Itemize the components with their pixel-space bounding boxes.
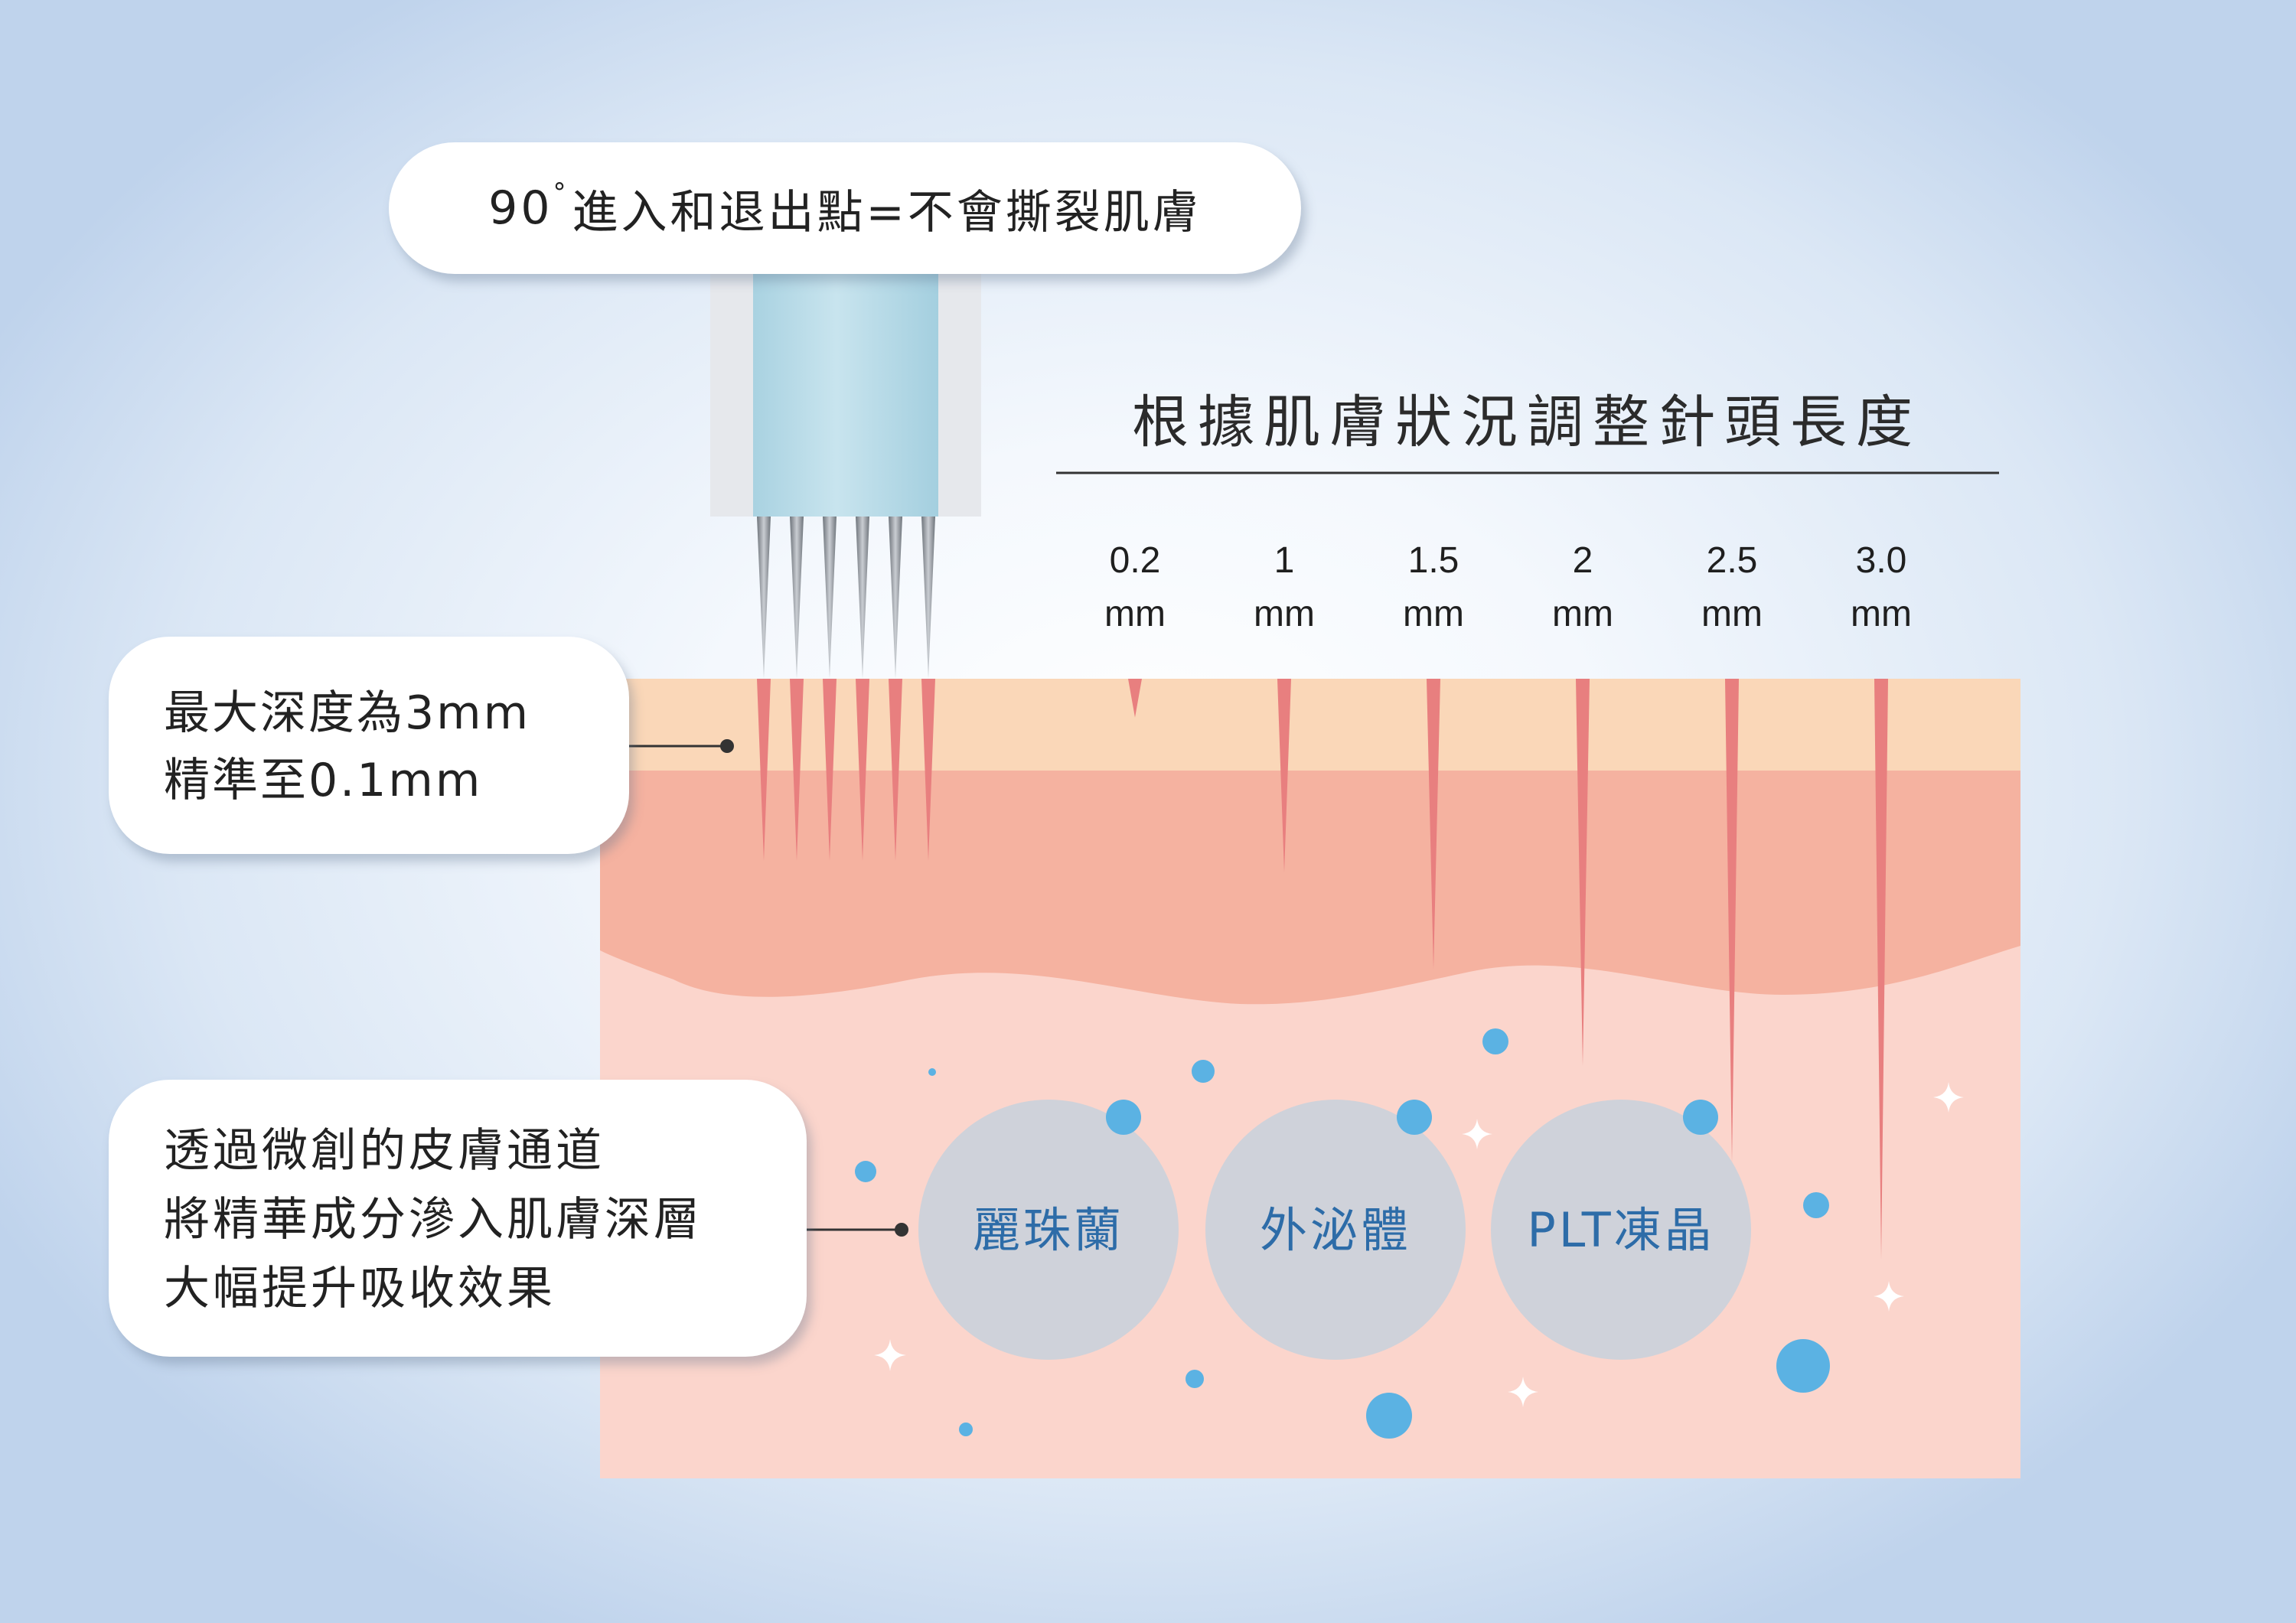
droplet [1482,1028,1508,1054]
sparkle-icon [1462,1119,1492,1149]
callout-absorption: 透過微創的皮膚通道 將精華成分滲入肌膚深層 大幅提升吸收效果 [109,1080,807,1357]
length-unit: mm [1701,594,1763,634]
cartridge-needle-channel [856,679,869,861]
length-unit: mm [1552,594,1613,634]
needle-channel-2.5 [1725,679,1739,1163]
cartridge-core [753,273,938,517]
needle-channel-1.5 [1427,679,1440,970]
cartridge-needle-channel [790,679,804,861]
droplet [1106,1100,1141,1135]
cartridge-needle-channel [921,679,935,861]
channel-text-line1: 透過微創的皮膚通道 [164,1124,605,1178]
ingredient-circle [918,1100,1179,1360]
sparkle-icon [1874,1281,1904,1312]
needle [889,517,902,679]
length-value: 3.0 [1856,540,1907,581]
entry-angle: 90 [488,181,553,235]
length-value: 0.2 [1110,540,1161,581]
callout-max-depth: 最大深度為3mm 精準至0.1mm [109,637,629,854]
skin-dermis [600,770,2020,1005]
channel-text-line2: 將精華成分滲入肌膚深層 [164,1193,703,1247]
needle [921,517,935,679]
needle [856,517,869,679]
cartridge-needle-channel [757,679,771,861]
length-unit: mm [1104,594,1166,634]
droplet [1397,1100,1432,1135]
sparkle-icon [874,1339,906,1371]
needle-cartridge [710,273,981,679]
droplet [1803,1192,1829,1218]
needle [790,517,804,679]
sparkle-icon [1508,1377,1538,1407]
depth-connector-dot [720,739,734,753]
needle-channel-3.0 [1874,679,1888,1260]
length-unit: mm [1254,594,1315,634]
length-unit: mm [1851,594,1912,634]
droplet [1192,1060,1215,1083]
ingredient-circle [1205,1100,1466,1360]
length-value: 1 [1274,540,1295,581]
droplet [1776,1339,1830,1393]
length-value: 1.5 [1408,540,1459,581]
sparkles [874,1082,1964,1407]
droplet [855,1161,876,1182]
skin-epidermis [600,679,2020,771]
max-depth-text: 最大深度為3mm [164,686,531,740]
droplet [1683,1100,1718,1135]
droplet [928,1068,936,1076]
ingredient-label: 麗珠蘭 [973,1202,1124,1258]
callout-entry-point: 90°進入和退出點=不會撕裂肌膚 [389,142,1301,274]
ingredient-label: 外泌體 [1260,1202,1411,1258]
droplet [1366,1393,1412,1439]
headline-adjust-needle-length: 根據肌膚狀況調整針頭長度 [1132,389,1922,455]
needle-channel-2 [1576,679,1590,1066]
needle [823,517,837,679]
degree-sign: ° [553,178,569,208]
cartridge-needle-channel [889,679,902,861]
length-value: 2 [1573,540,1593,581]
length-value: 2.5 [1707,540,1758,581]
cartridge-needles [757,517,935,679]
channel-connector-dot [895,1223,908,1237]
cartridge-needle-channel [823,679,837,861]
needle-channel-0.2 [1128,679,1142,718]
droplets [855,1028,1830,1439]
needle [757,517,771,679]
droplet [959,1423,973,1436]
length-unit: mm [1403,594,1464,634]
needle-channels [757,679,1888,1260]
sparkle-icon [1933,1082,1964,1113]
entry-point-text: 進入和退出點=不會撕裂肌膚 [572,185,1202,240]
ingredient-label: PLT凍晶 [1527,1202,1714,1258]
channel-text-line3: 大幅提升吸收效果 [164,1262,556,1315]
needle-channel-1 [1277,679,1291,872]
precision-text: 精準至0.1mm [164,754,483,807]
ingredient-circle [1491,1100,1751,1360]
droplet [1186,1370,1204,1388]
